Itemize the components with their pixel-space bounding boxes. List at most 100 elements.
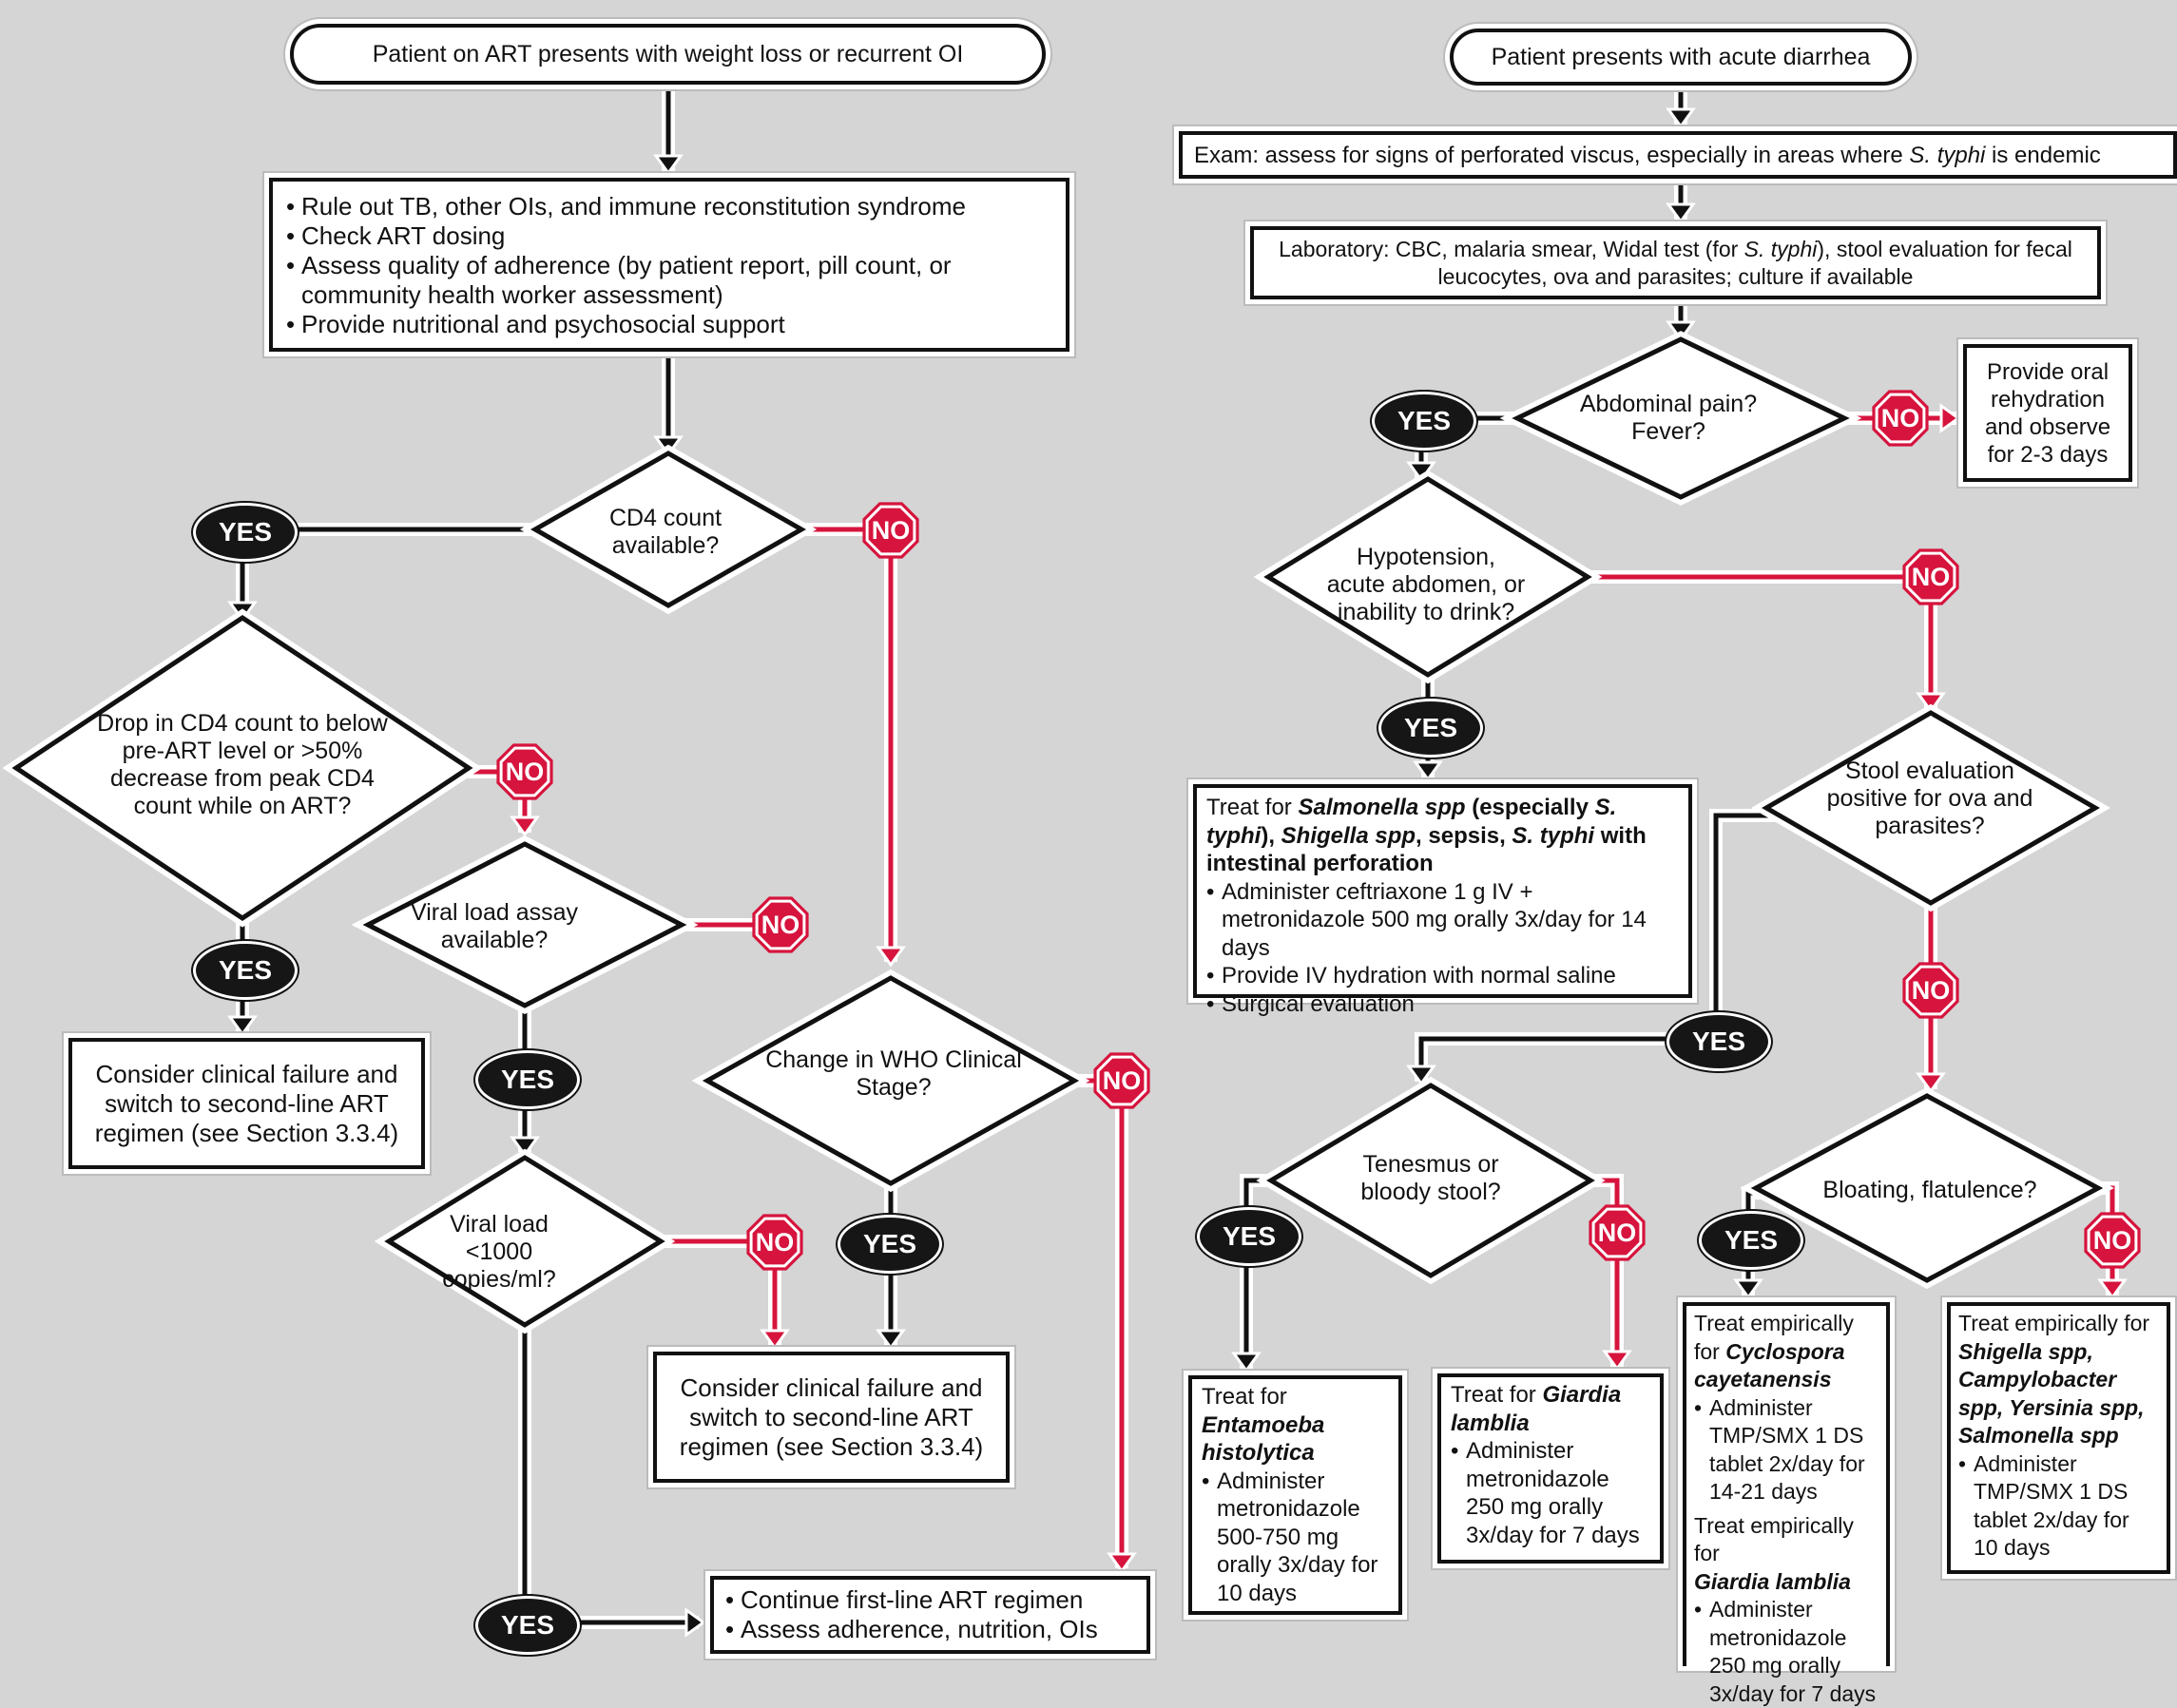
no-label: NO	[761, 910, 800, 939]
flowcharts-canvas: Patient on ART presents with weight loss…	[0, 0, 2177, 1666]
arrowhead	[1666, 202, 1696, 224]
exam-organism: S. typhi	[1909, 143, 1986, 168]
cyclospora-item-2: Administer metronidazole 250 mg orally 3…	[1694, 1596, 1878, 1708]
stop-octagon-icon	[1093, 1052, 1150, 1109]
no-label: NO	[755, 1227, 795, 1257]
decision-diamond	[1762, 710, 2100, 906]
exam-text-end: is endemic	[1985, 143, 2101, 168]
abdominal-pain-question: Abdominal pain? Fever?	[1579, 391, 1758, 445]
entamoeba-organism: Entamoeba histolytica	[1202, 1411, 1325, 1467]
yes-badge: YES	[475, 1596, 580, 1655]
initial-step: Assess quality of adherence (by patient …	[286, 251, 1052, 310]
right-start-node: Patient presents with acute diarrhea	[1450, 29, 1912, 86]
organism-name: S. typhi	[1512, 822, 1595, 849]
stop-octagon-icon	[2084, 1212, 2141, 1269]
continue-item: Continue first-line ART regimen	[725, 1585, 1135, 1615]
lab-text-2: ), stool evaluation for fecal leucocytes…	[1437, 236, 2072, 289]
continue-item: Assess adherence, nutrition, OIs	[725, 1615, 1135, 1644]
arrowhead	[760, 1329, 790, 1351]
entamoeba-item: Administer metronidazole 500-750 mg oral…	[1202, 1468, 1389, 1608]
clinical-failure-box-2: Consider clinical failure and switch to …	[653, 1352, 1010, 1483]
no-badge: NO	[1585, 1200, 1649, 1265]
cyclospora-organism: Cyclospora cayetanensis	[1694, 1338, 1845, 1392]
salmonella-treatment-box: Treat for Salmonella spp (especially S. …	[1193, 784, 1692, 1018]
heading-text: (especially	[1465, 795, 1595, 820]
no-label: NO	[1880, 403, 1920, 432]
shigella-treatment-box: Treat empirically for Shigella spp, Camp…	[1947, 1302, 2170, 1574]
stop-octagon-icon	[1902, 962, 1959, 1019]
no-label: NO	[505, 757, 545, 786]
decision-diamond	[362, 841, 687, 1008]
no-label: NO	[1597, 1218, 1637, 1247]
no-label: NO	[871, 515, 911, 545]
laboratory-text: Laboratory: CBC, malaria smear, Widal te…	[1269, 236, 2082, 291]
stop-octagon-icon	[746, 1214, 803, 1271]
decision-diamond	[702, 975, 1080, 1186]
no-badge: NO	[742, 1210, 807, 1275]
cyclospora-lead: Treat empirically for	[1694, 1311, 1854, 1364]
stop-octagon-icon	[496, 743, 553, 800]
left-start-text: Patient on ART presents with weight loss…	[372, 41, 964, 67]
no-badge: NO	[748, 892, 813, 957]
who-stage-question: Change in WHO Clinical Stage?	[765, 1046, 1022, 1101]
arrowhead	[684, 1607, 706, 1638]
yes-badge: YES	[193, 941, 298, 1000]
arrowhead	[1733, 1278, 1763, 1300]
initial-step: Provide nutritional and psychosocial sup…	[286, 310, 1052, 339]
organism-name: Shigella spp	[1281, 822, 1416, 849]
decision-diamond	[1263, 476, 1592, 678]
salmonella-heading: Treat for Salmonella spp (especially S. …	[1206, 794, 1679, 878]
arrowhead	[1939, 403, 1961, 433]
no-badge: NO	[492, 739, 557, 804]
stop-octagon-icon	[1902, 548, 1959, 605]
yes-badge: YES	[475, 1050, 580, 1109]
arrowhead	[1666, 107, 1696, 129]
cyclospora-lead-2: Treat empirically for	[1694, 1512, 1854, 1566]
shigella-item: Administer TMP/SMX 1 DS tablet 2x/day fo…	[1958, 1450, 2159, 1563]
arrowhead	[1406, 1065, 1436, 1086]
giardia-heading: Treat for Giardia lamblia	[1451, 1381, 1650, 1437]
no-label: NO	[2092, 1225, 2132, 1255]
salmonella-item: Administer ceftriaxone 1 g IV + metronid…	[1206, 878, 1679, 963]
salmonella-item: Surgical evaluation	[1206, 990, 1679, 1019]
no-badge: NO	[1898, 958, 1963, 1023]
arrowhead	[876, 946, 906, 968]
arrowhead	[1231, 1352, 1262, 1373]
laboratory-box: Laboratory: CBC, malaria smear, Widal te…	[1250, 226, 2101, 299]
yes-badge: YES	[1666, 1012, 1771, 1071]
giardia-organism: Giardia lamblia	[1451, 1382, 1622, 1436]
shigella-lead: Treat empirically for	[1958, 1311, 2150, 1335]
yes-badge: YES	[1197, 1207, 1301, 1266]
salmonella-item: Provide IV hydration with normal saline	[1206, 962, 1679, 990]
decision-diamond	[1266, 1083, 1595, 1278]
stop-octagon-icon	[1589, 1204, 1646, 1261]
shigella-organism: Shigella spp, Campylobacter spp, Yersini…	[1958, 1338, 2145, 1449]
cyclospora-organism-2: Giardia lamblia	[1694, 1568, 1851, 1594]
clinical-failure-text-1: Consider clinical failure and switch to …	[94, 1059, 399, 1147]
continue-art-box: Continue first-line ART regimen Assess a…	[710, 1576, 1150, 1654]
heading-text: Treat for	[1206, 795, 1299, 820]
arrowhead	[510, 816, 540, 837]
yes-badge: YES	[838, 1215, 942, 1274]
cd4-available-question: CD4 count available?	[608, 505, 722, 559]
no-label: NO	[1911, 975, 1951, 1005]
yes-badge: YES	[1372, 392, 1476, 451]
lab-organism: S. typhi	[1744, 236, 1818, 261]
tenesmus-question: Tenesmus or bloody stool?	[1360, 1151, 1501, 1205]
stop-octagon-icon	[1872, 390, 1929, 447]
arrowhead	[227, 1015, 258, 1037]
arrowhead	[1602, 1350, 1632, 1372]
organism-name: S. typhi	[1206, 795, 1617, 849]
decision-diamond	[530, 451, 807, 608]
no-badge: NO	[858, 498, 923, 563]
arrowhead	[2097, 1278, 2128, 1300]
decision-diamond	[1750, 1093, 2104, 1283]
entamoeba-treatment-box: Treat for Entamoeba histolytica Administ…	[1188, 1375, 1402, 1615]
heading-text: ),	[1261, 822, 1281, 849]
stop-octagon-icon	[752, 896, 809, 953]
no-badge: NO	[1868, 386, 1933, 451]
exam-box: Exam: assess for signs of perforated vis…	[1179, 131, 2177, 179]
no-badge: NO	[1898, 545, 1963, 609]
giardia-treatment-box: Treat for Giardia lamblia Administer met…	[1437, 1373, 1664, 1564]
heading-text: , sepsis,	[1416, 822, 1512, 849]
